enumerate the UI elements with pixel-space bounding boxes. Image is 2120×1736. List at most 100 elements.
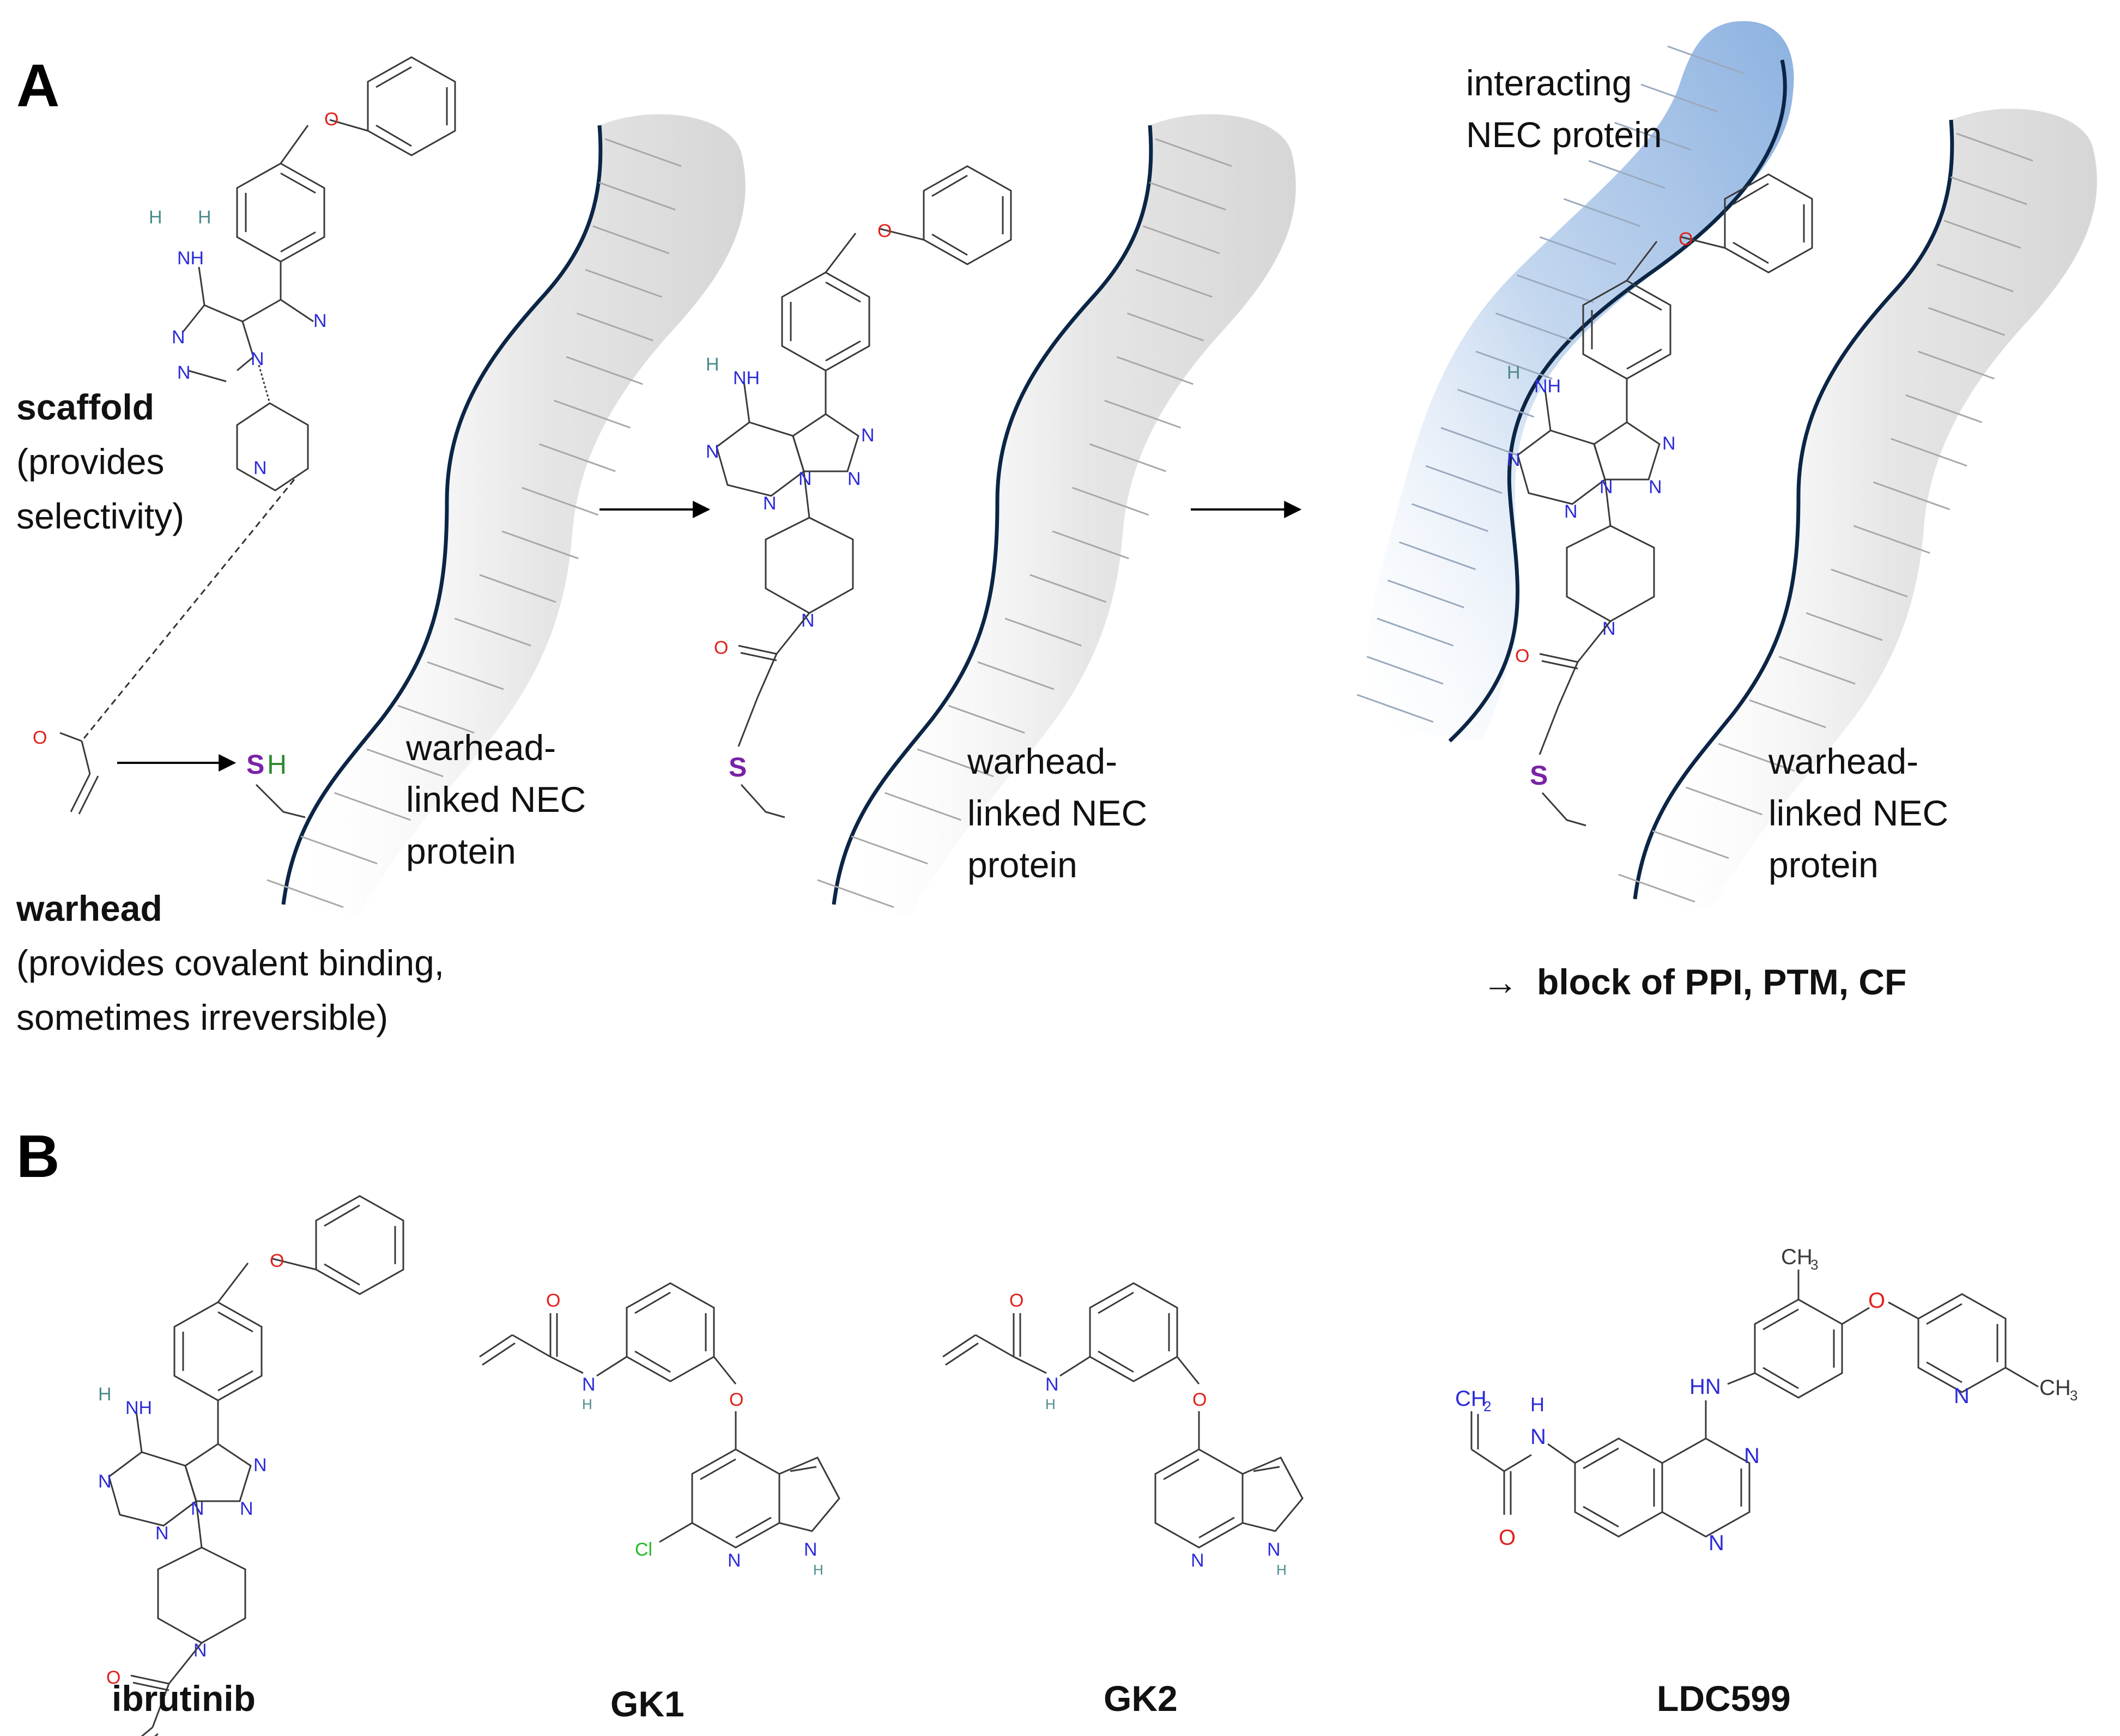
- svg-text:CH: CH: [1455, 1387, 1487, 1411]
- protein-label-1-line1: warhead-: [405, 727, 556, 768]
- svg-text:CH: CH: [1781, 1245, 1813, 1269]
- hatch-stripe: [1563, 198, 1640, 227]
- hatch-stripe: [1143, 225, 1220, 254]
- svg-text:O: O: [877, 221, 892, 241]
- hatch-stripe: [1149, 181, 1226, 211]
- svg-text:O: O: [729, 1389, 743, 1410]
- hatch-stripe: [1126, 312, 1204, 342]
- hatch-stripe: [1366, 655, 1444, 685]
- hatch-stripe: [1905, 394, 1983, 423]
- svg-text:O: O: [324, 109, 338, 130]
- hatch-stripe: [266, 879, 344, 908]
- protein-strand-3: [1633, 108, 2097, 910]
- scaffold-warhead-connector: [81, 479, 295, 742]
- svg-text:N: N: [191, 1498, 204, 1519]
- svg-text:CH: CH: [2039, 1376, 2071, 1400]
- svg-text:NH: NH: [125, 1398, 152, 1418]
- hatch-stripe: [1667, 45, 1745, 75]
- svg-text:2: 2: [1483, 1398, 1491, 1415]
- panel-a-label: A: [16, 52, 59, 119]
- svg-text:H: H: [198, 207, 211, 228]
- bound-molecule-2: O NH H N N N N N N O S: [706, 165, 1012, 818]
- svg-text:N: N: [1530, 1425, 1546, 1449]
- ibrutinib-structure: O NH H N N N N N N O: [98, 1195, 404, 1736]
- ldc599-structure: CH 2 O H N N N HN CH 3 O: [1455, 1245, 2077, 1555]
- svg-text:H: H: [813, 1562, 823, 1578]
- hatch-stripe: [501, 530, 579, 560]
- svg-text:NH: NH: [733, 368, 760, 389]
- svg-text:N: N: [1267, 1539, 1281, 1560]
- svg-text:N: N: [253, 458, 267, 478]
- svg-text:N: N: [98, 1471, 112, 1492]
- svg-text:Cl: Cl: [635, 1539, 652, 1560]
- warhead-desc-1: (provides covalent binding,: [16, 943, 444, 983]
- svg-text:H: H: [1530, 1393, 1544, 1416]
- hatch-stripe: [1104, 399, 1182, 429]
- svg-text:O: O: [714, 638, 728, 658]
- hatch-stripe: [1831, 568, 1908, 598]
- hatch-stripe: [1640, 83, 1718, 113]
- svg-text:NH: NH: [177, 248, 204, 269]
- bound-molecule-3: O NH H N N N N N N O S: [1507, 173, 1813, 827]
- hatch-stripe: [1135, 269, 1213, 298]
- compound-name-ibrutinib: ibrutinib: [112, 1678, 256, 1719]
- protein-label-3-line3: protein: [1768, 845, 1879, 885]
- svg-text:H: H: [1045, 1396, 1056, 1412]
- svg-text:H: H: [1276, 1562, 1287, 1578]
- hatch-stripe: [1686, 786, 1763, 816]
- svg-text:N: N: [1564, 501, 1578, 522]
- protein-label-2-line1: warhead-: [967, 741, 1117, 781]
- scaffold-desc-1: (provides: [16, 441, 164, 482]
- cysteine-bond-1: [255, 784, 306, 818]
- svg-text:N: N: [582, 1374, 596, 1395]
- hatch-stripe: [1944, 220, 2021, 249]
- svg-text:HN: HN: [1689, 1375, 1721, 1399]
- hatch-stripe: [300, 835, 378, 865]
- hatch-stripe: [851, 835, 928, 865]
- svg-text:N: N: [706, 441, 719, 462]
- svg-text:N: N: [251, 349, 264, 369]
- hatch-stripe: [397, 705, 475, 734]
- hatch-stripe: [1588, 160, 1665, 189]
- protein-strand-2: [832, 114, 1296, 915]
- svg-text:N: N: [1191, 1550, 1204, 1571]
- svg-text:N: N: [240, 1498, 253, 1519]
- hatch-stripe: [1387, 579, 1464, 609]
- hatch-stripe: [1377, 617, 1454, 647]
- protein-label-3-line1: warhead-: [1768, 741, 1918, 781]
- interacting-protein: [1367, 21, 1794, 743]
- hatch-stripe: [1517, 274, 1594, 304]
- compound-name-gk2: GK2: [1104, 1678, 1178, 1719]
- svg-text:N: N: [798, 469, 812, 489]
- svg-text:N: N: [1744, 1444, 1760, 1468]
- hatch-stripe: [1853, 525, 1930, 554]
- result-text: block of PPI, PTM, CF: [1537, 962, 1906, 1002]
- svg-text:H: H: [1507, 362, 1521, 383]
- svg-text:O: O: [33, 727, 47, 748]
- svg-text:3: 3: [1810, 1257, 1818, 1273]
- hatch-stripe: [1356, 694, 1434, 723]
- hatch-stripe: [948, 705, 1025, 734]
- hatch-stripe: [479, 574, 556, 603]
- svg-text:N: N: [804, 1539, 817, 1560]
- hatch-stripe: [885, 792, 962, 821]
- hatch-stripe: [1618, 873, 1695, 903]
- svg-text:O: O: [1499, 1526, 1516, 1550]
- svg-text:H: H: [149, 207, 162, 228]
- thiol-s: S: [246, 749, 264, 780]
- svg-text:N: N: [155, 1523, 169, 1544]
- svg-text:N: N: [253, 1455, 267, 1476]
- hatch-stripe: [1072, 487, 1149, 516]
- hatch-stripe: [1718, 743, 1795, 772]
- protein-label-2-line3: protein: [967, 845, 1077, 885]
- protein-label-1-line3: protein: [406, 831, 516, 871]
- hatch-stripe: [522, 487, 599, 516]
- svg-text:N: N: [728, 1550, 741, 1571]
- warhead-molecule: O: [33, 727, 99, 815]
- hatch-stripe: [334, 792, 411, 821]
- hatch-stripe: [1778, 655, 1856, 685]
- svg-text:N: N: [1662, 433, 1676, 454]
- svg-text:H: H: [706, 354, 719, 375]
- hatch-stripe: [1917, 350, 1995, 380]
